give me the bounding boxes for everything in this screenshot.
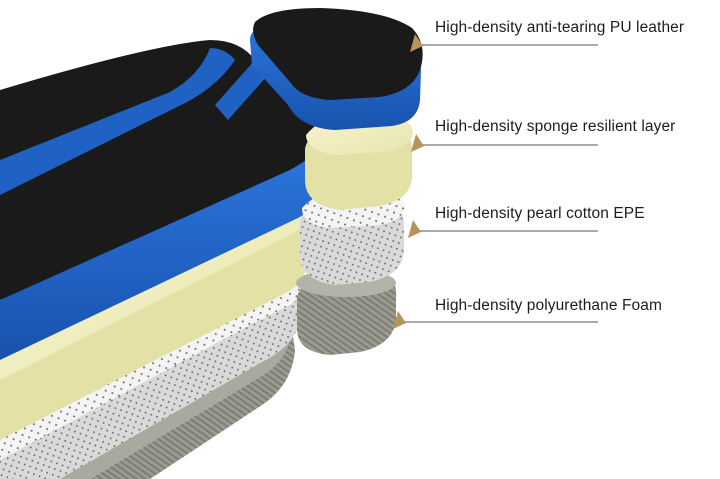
callout-pointers <box>393 34 598 329</box>
pointer-triangle-icon <box>408 220 421 238</box>
pointer-triangle-icon <box>411 134 424 152</box>
